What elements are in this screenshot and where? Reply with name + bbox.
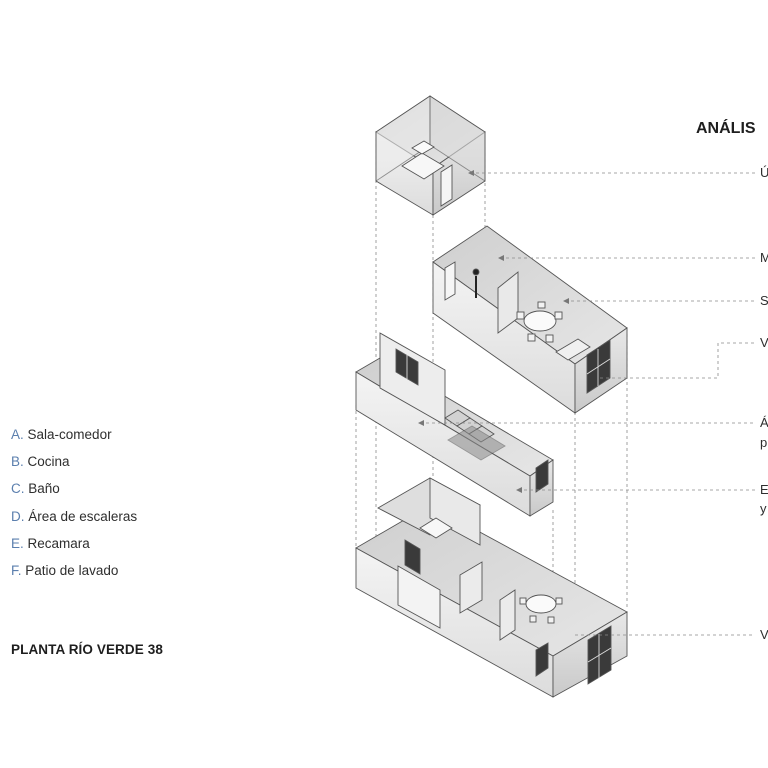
- legend-item-cocina: B. Cocina: [11, 452, 137, 479]
- legend-item-recamara: E. Recamara: [11, 534, 137, 561]
- module-upper-living: [432, 225, 628, 414]
- annotation-label-8: y: [760, 501, 767, 516]
- module-stairs-bath: [355, 332, 554, 517]
- module-ground-floor: [355, 477, 628, 698]
- plan-title: PLANTA RÍO VERDE 38: [11, 642, 163, 657]
- annotation-label-2: M: [760, 250, 768, 265]
- legend-label: Patio de lavado: [25, 562, 119, 578]
- annotation-label-1: Ú: [760, 165, 768, 180]
- legend-letter: D.: [11, 508, 25, 524]
- legend-item-sala-comedor: A. Sala-comedor: [11, 425, 137, 452]
- legend-item-bano: C. Baño: [11, 479, 137, 506]
- annotation-label-7: E: [760, 482, 768, 497]
- room-legend: A. Sala-comedor B. Cocina C. Baño D. Áre…: [11, 425, 137, 588]
- legend-label: Sala-comedor: [27, 427, 112, 442]
- legend-label: Baño: [28, 481, 60, 497]
- annotation-label-5: Á: [760, 415, 768, 430]
- legend-item-patio-lavado: F. Patio de lavado: [11, 561, 137, 588]
- analysis-title: ANÁLIS: [696, 120, 756, 137]
- legend-letter: E.: [11, 535, 24, 551]
- legend-letter: F.: [11, 562, 22, 578]
- legend-letter: C.: [11, 481, 25, 497]
- annotation-label-6: p: [760, 435, 768, 450]
- annotation-label-4: V: [760, 335, 768, 350]
- legend-letter: B.: [11, 454, 24, 470]
- legend-label: Recamara: [27, 535, 90, 551]
- leader-lines: [420, 172, 755, 636]
- annotation-label-3: S: [760, 293, 768, 308]
- module-upper-bedroom: [375, 95, 486, 216]
- legend-item-area-escaleras: D. Área de escaleras: [11, 507, 137, 534]
- leader-arrowheads: [418, 170, 569, 493]
- legend-letter: A.: [11, 427, 24, 442]
- annotation-label-9: V: [760, 627, 768, 642]
- legend-label: Área de escaleras: [28, 508, 138, 524]
- legend-label: Cocina: [27, 454, 70, 470]
